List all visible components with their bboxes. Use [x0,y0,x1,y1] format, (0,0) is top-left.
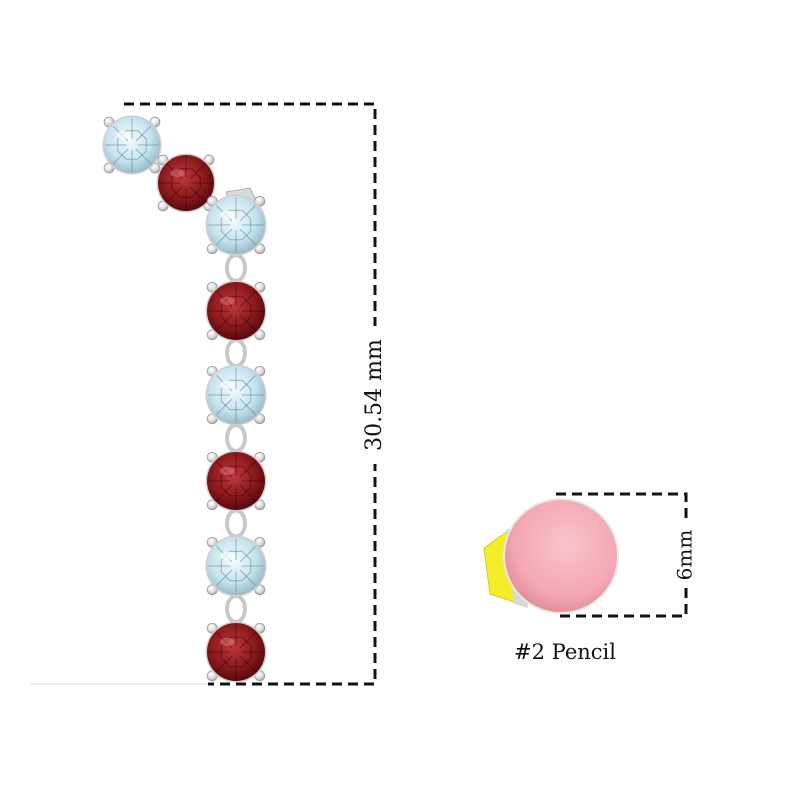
chain-link [225,423,247,453]
aquamarine-stone [205,535,267,597]
earring-height-label-mask [362,326,388,464]
pencil-reference [483,498,619,614]
chain-link [225,594,247,624]
chain-link [225,253,247,283]
pencil-size-label: 6mm [673,530,697,581]
pencil-eraser-rim [503,498,619,614]
chain-link [225,508,247,539]
earring-height-label: 30.54 mm [362,339,387,451]
earring-height-dimension-line [124,102,377,686]
aquamarine-stone [102,115,162,175]
aquamarine-stone [205,194,267,256]
earring [102,115,267,683]
pencil-caption: #2 Pencil [514,640,616,664]
pencil-size-dimension-line [556,492,688,618]
garnet-stone [205,621,267,683]
chain-link [225,338,247,368]
pencil-eraser [504,499,618,613]
pencil-size-label-mask [674,522,698,588]
garnet-stone [205,280,267,342]
garnet-stone [205,450,267,512]
aquamarine-stone [205,364,267,426]
garnet-stone [156,153,216,213]
